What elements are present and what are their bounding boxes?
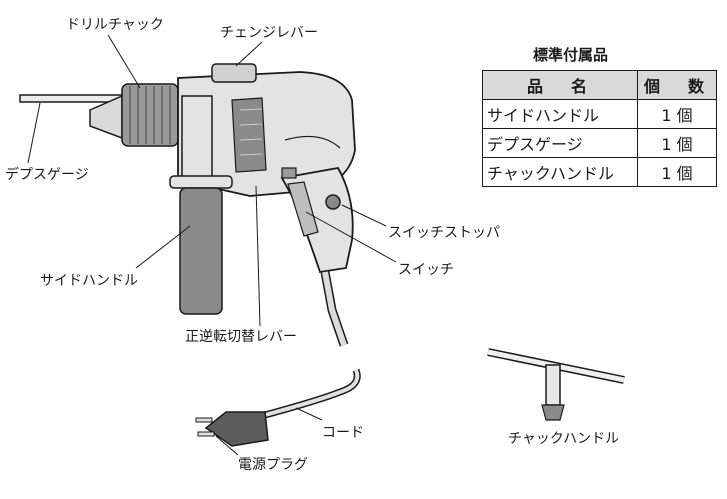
table-row: チャックハンドル 1 個 [482,157,717,187]
header-quantity: 個 数 [637,70,717,100]
switch-stopper-button [325,194,341,210]
table-row: サイドハンドル 1 個 [482,99,717,129]
item-name: サイドハンドル [482,99,638,129]
label-power-plug: 電源プラグ [238,457,308,473]
drill-chuck [89,83,179,147]
drill-body [177,63,356,197]
label-depth-gauge: デプスゲージ [5,167,89,183]
label-chuck-handle: チャックハンドル [508,431,620,447]
label-switch: スイッチ [398,262,454,278]
leader-lines [27,34,397,456]
label-switch-stopper: スイッチストッパ [388,225,500,241]
label-drill-chuck: ドリルチャック [66,17,164,33]
reverse-lever [281,167,297,179]
label-reverse-lever: 正逆転切替レバー [185,329,297,345]
power-cord [195,368,361,447]
item-quantity: 1 個 [637,99,717,129]
power-plug [204,411,269,447]
accessories-title: 標準付属品 [533,46,609,64]
side-handle [169,95,233,315]
label-change-lever: チェンジレバー [220,25,318,41]
table-row: デプスゲージ 1 個 [482,128,717,158]
item-quantity: 1 個 [637,128,717,158]
label-side-handle: サイドハンドル [40,273,138,289]
item-name: デプスゲージ [482,128,638,158]
header-item-name: 品 名 [482,70,638,100]
item-name: チャックハンドル [482,157,638,187]
accessories-table: 品 名 個 数 サイドハンドル 1 個 デプスゲージ 1 個 チャックハンドル … [482,70,717,187]
chuck-key [487,348,625,421]
table-header-row: 品 名 個 数 [482,70,717,100]
item-quantity: 1 個 [637,157,717,187]
label-cord: コード [322,425,364,441]
trigger-switch [287,181,319,237]
